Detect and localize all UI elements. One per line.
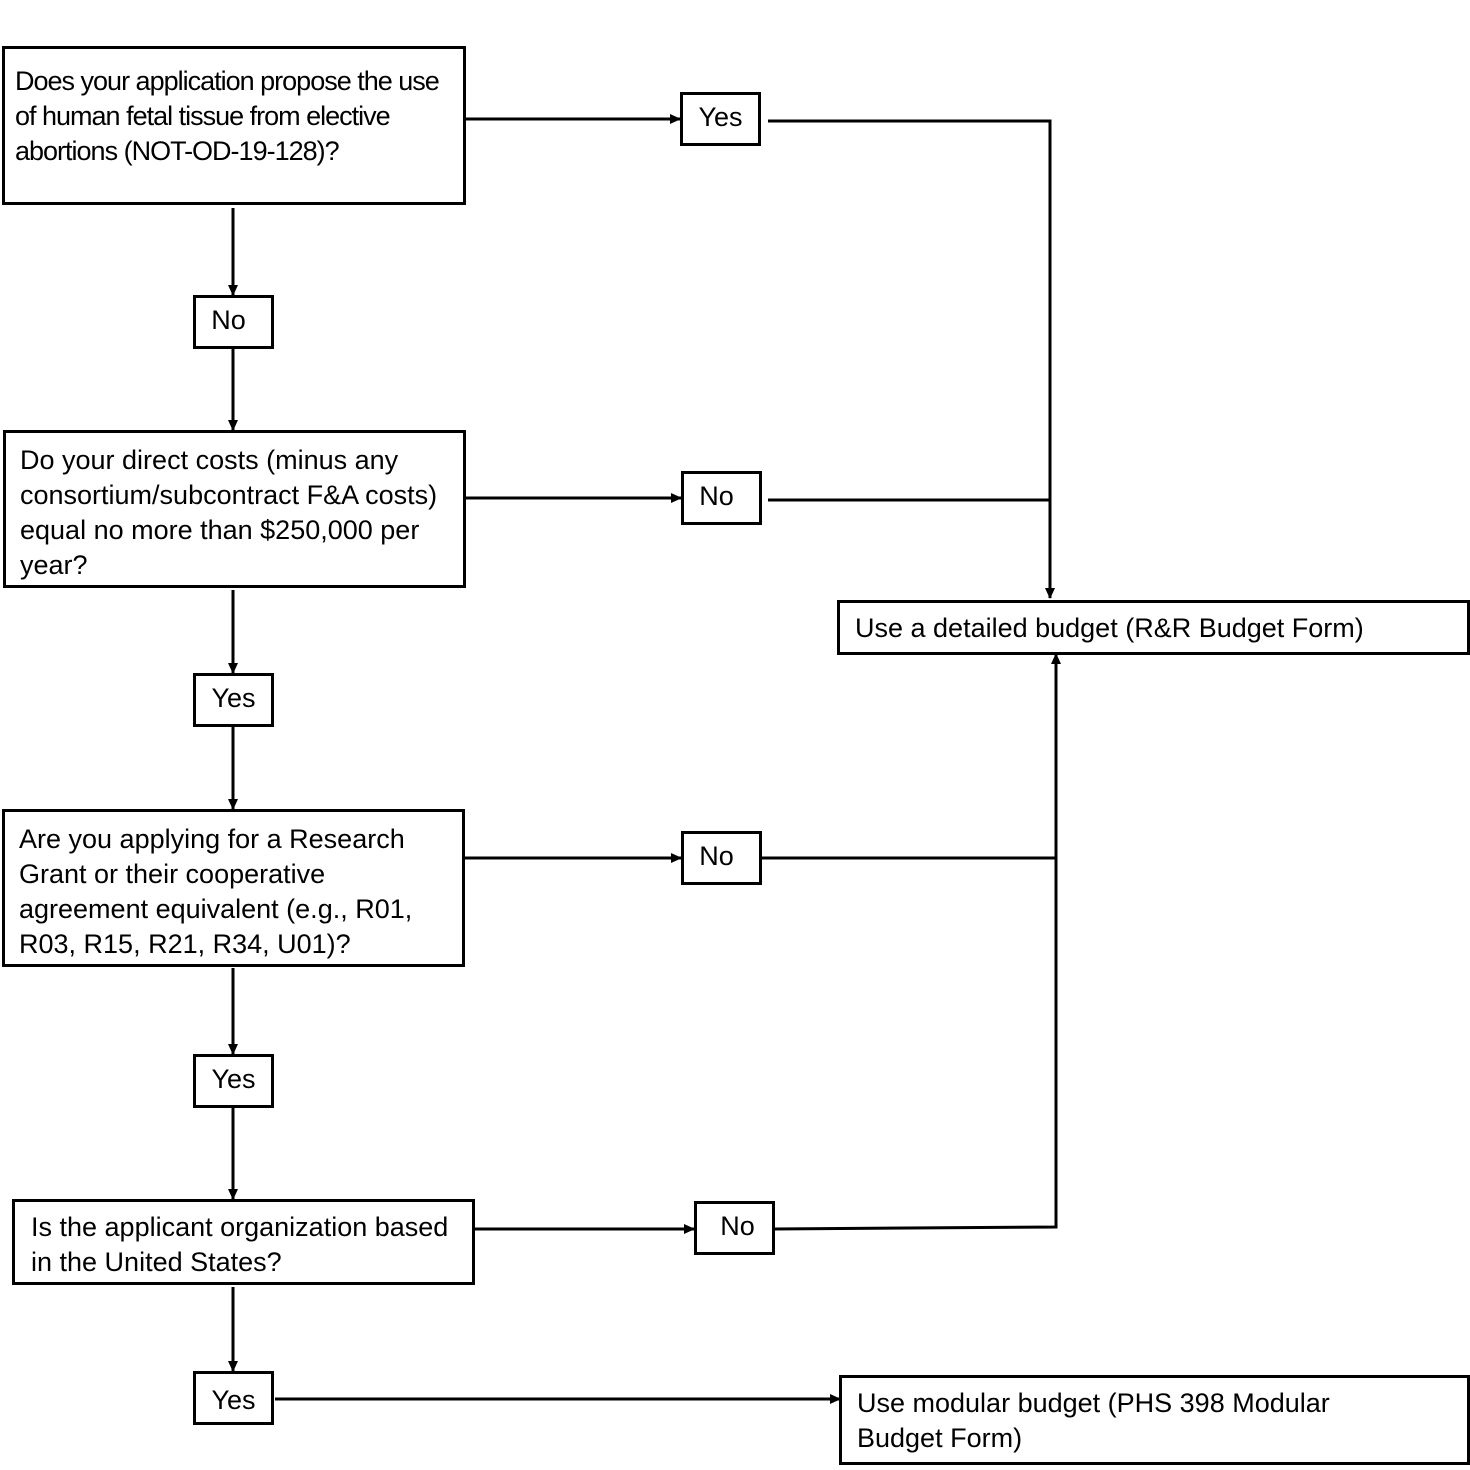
label-q2-yes: Yes bbox=[193, 673, 274, 727]
label-q3-no-text: No bbox=[699, 841, 734, 871]
label-q2-no: No bbox=[681, 471, 762, 525]
label-q4-no-text: No bbox=[720, 1211, 755, 1241]
outcome-modular-budget-text: Use modular budget (PHS 398 Modular Budg… bbox=[857, 1388, 1330, 1453]
question-research-grant-text: Are you applying for a Research Grant or… bbox=[19, 824, 413, 959]
question-direct-costs: Do your direct costs (minus any consorti… bbox=[3, 430, 466, 588]
question-fetal-tissue: Does your application propose the use of… bbox=[2, 46, 466, 205]
label-q4-no: No bbox=[694, 1201, 775, 1255]
label-q1-yes-text: Yes bbox=[698, 102, 743, 132]
label-q1-no-text: No bbox=[211, 305, 246, 335]
label-q1-no: No bbox=[193, 295, 274, 349]
label-q3-yes-text: Yes bbox=[211, 1064, 256, 1094]
outcome-detailed-budget: Use a detailed budget (R&R Budget Form) bbox=[837, 600, 1470, 655]
connector-no4-to-detailed bbox=[773, 653, 1061, 1231]
question-us-organization: Is the applicant organization based in t… bbox=[12, 1199, 475, 1285]
question-fetal-tissue-text: Does your application propose the use of… bbox=[15, 66, 440, 166]
label-q2-no-text: No bbox=[699, 481, 734, 511]
label-q4-yes: Yes bbox=[193, 1371, 274, 1425]
label-q2-yes-text: Yes bbox=[211, 683, 256, 713]
label-q1-yes: Yes bbox=[680, 92, 761, 146]
question-us-organization-text: Is the applicant organization based in t… bbox=[31, 1212, 449, 1277]
label-q4-yes-text: Yes bbox=[211, 1385, 256, 1415]
outcome-detailed-budget-text: Use a detailed budget (R&R Budget Form) bbox=[855, 613, 1364, 643]
label-q3-yes: Yes bbox=[193, 1054, 274, 1108]
question-research-grant: Are you applying for a Research Grant or… bbox=[2, 809, 465, 967]
connector-yes1-to-detailed bbox=[768, 119, 1055, 599]
outcome-modular-budget: Use modular budget (PHS 398 Modular Budg… bbox=[839, 1375, 1470, 1465]
question-direct-costs-text: Do your direct costs (minus any consorti… bbox=[20, 445, 438, 580]
label-q3-no: No bbox=[681, 831, 762, 885]
